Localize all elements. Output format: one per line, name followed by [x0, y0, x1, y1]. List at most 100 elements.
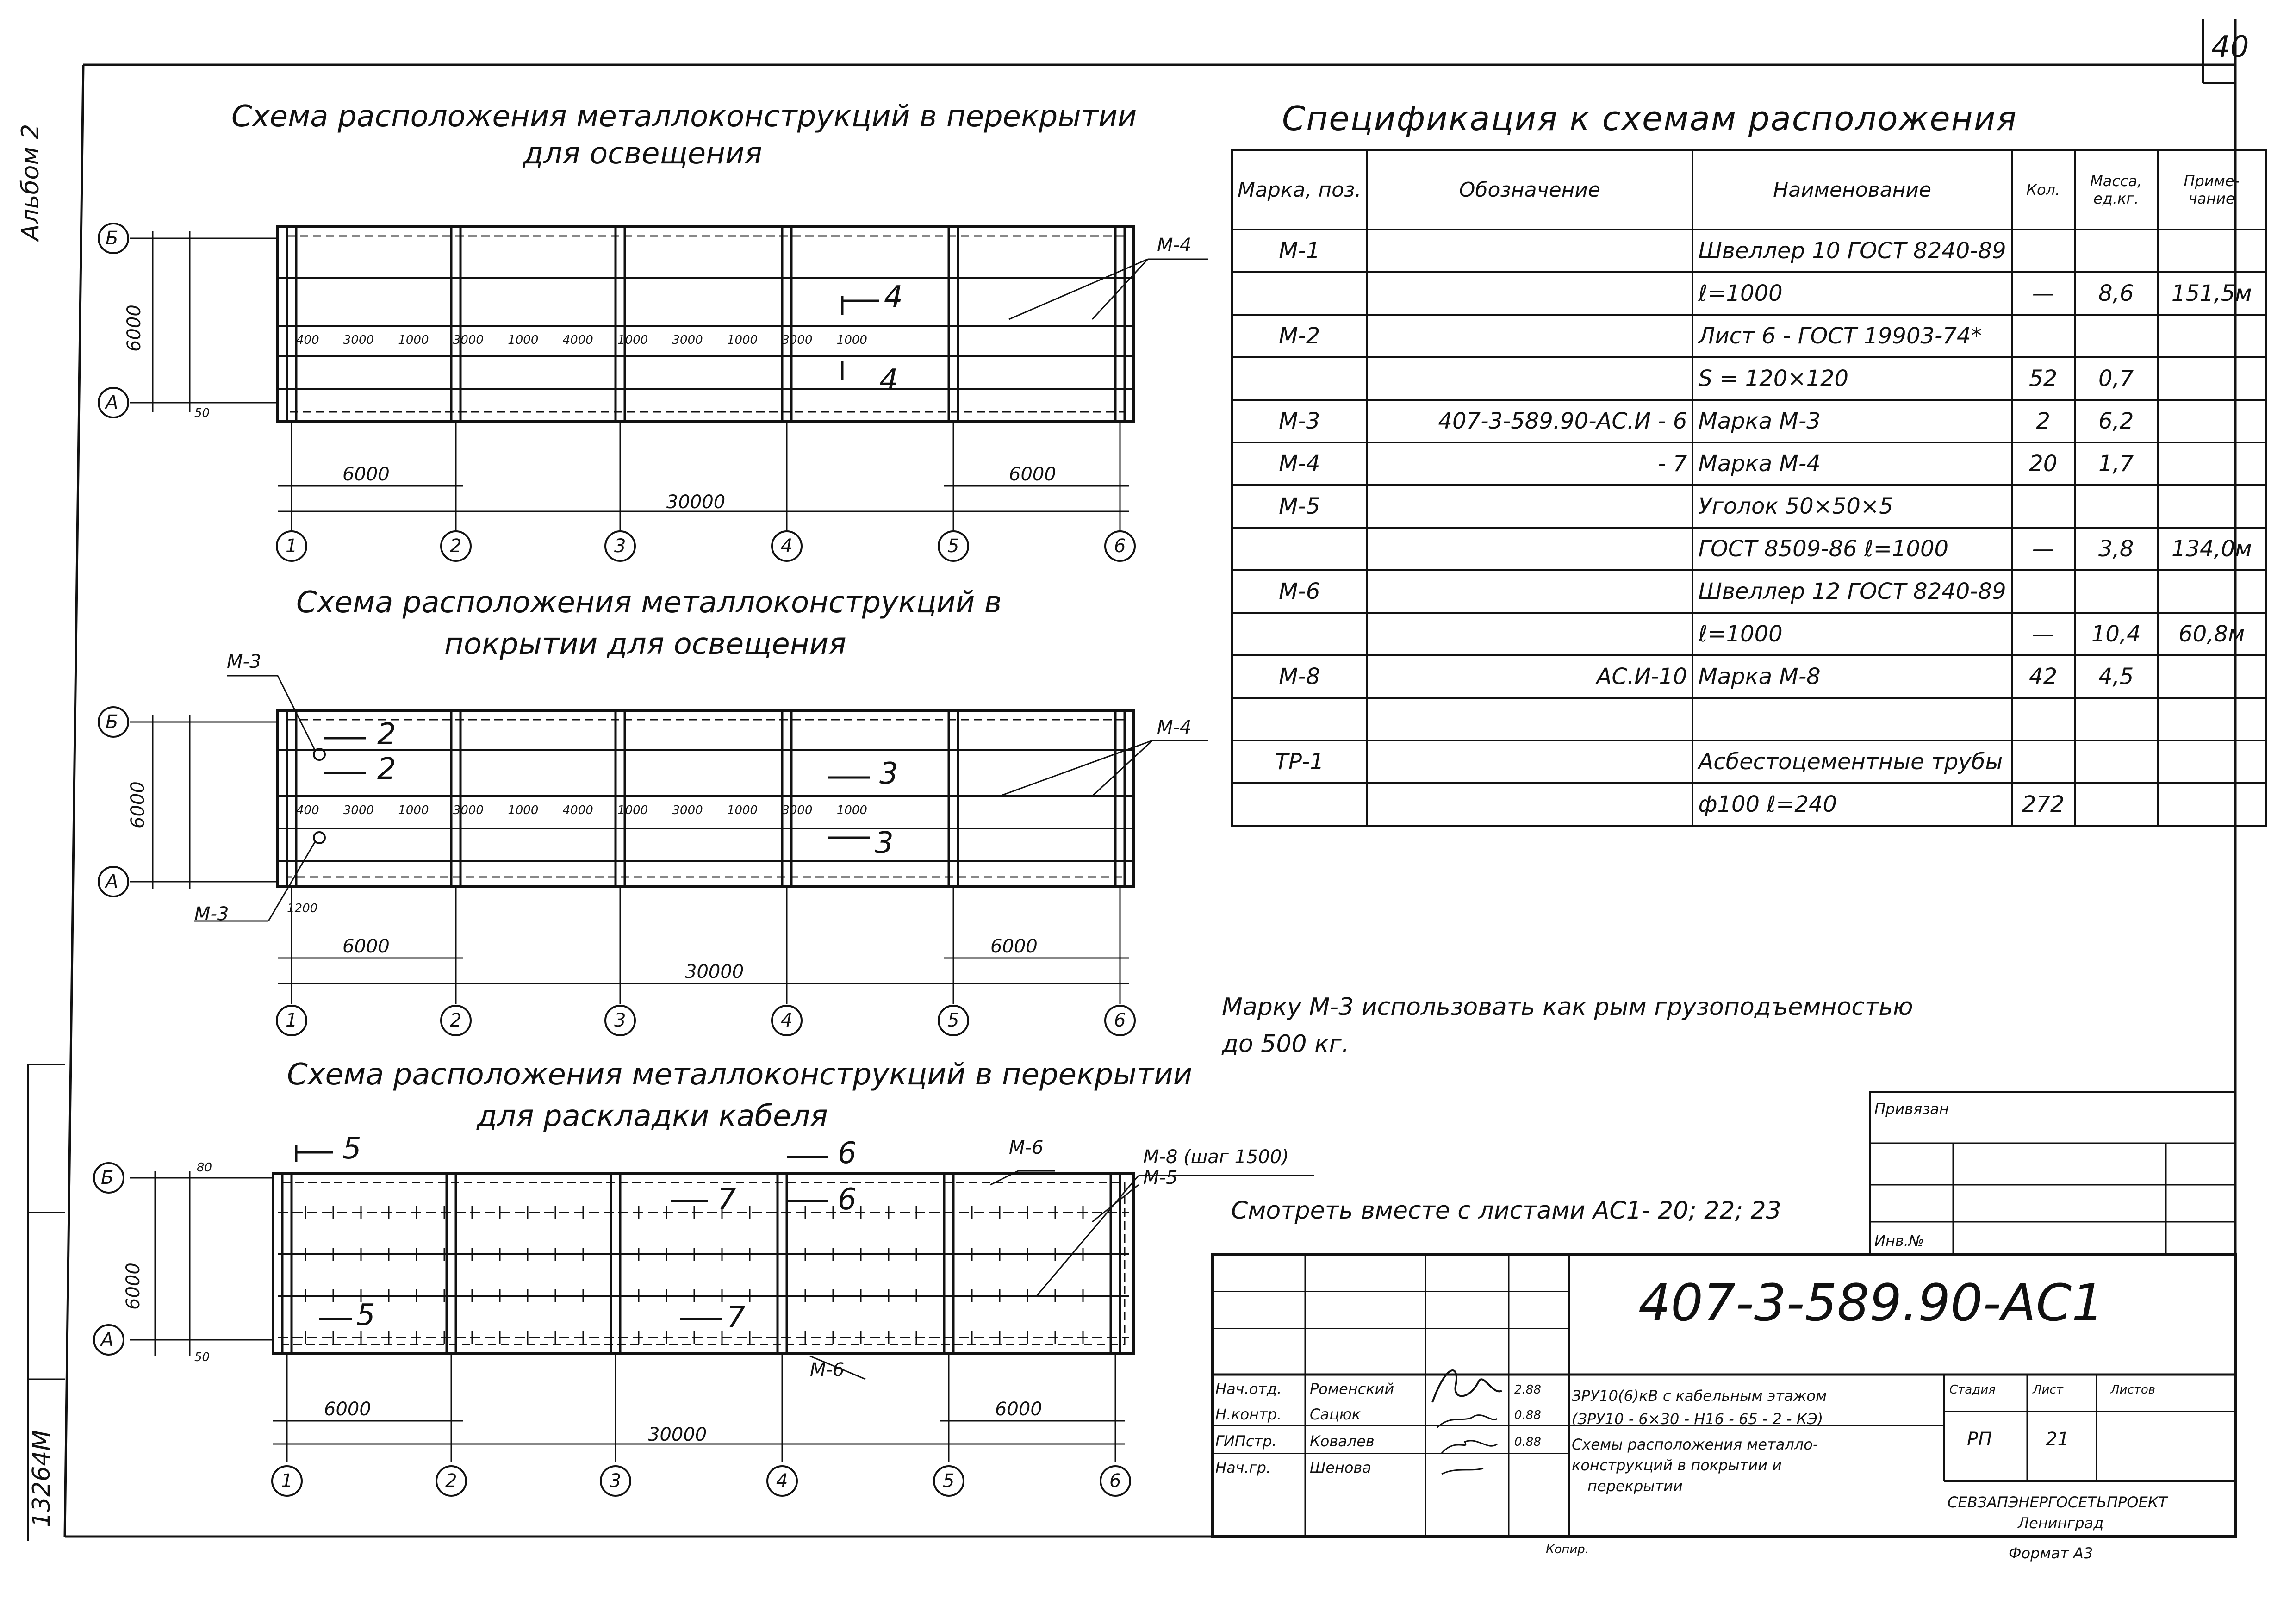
spec-cell-name: Уголок 50×50×5	[1692, 484, 2013, 529]
schema1-end-left: 6000	[342, 464, 390, 485]
spec-cell-name: ℓ=1000	[1692, 271, 2013, 316]
spec-cell-note	[2156, 314, 2267, 358]
spec-h-note: Приме- чание	[2156, 149, 2267, 230]
stamp-privyazan: Привязан	[1874, 1100, 1949, 1118]
schema3-col-6: 6	[1109, 1470, 1121, 1492]
schema3-title-1: Схема расположения металлоконструкций в …	[287, 1058, 1193, 1092]
schema3-axis-b: Б	[101, 1167, 114, 1188]
spec-cell-name: Швеллер 12 ГОСТ 8240-89	[1692, 569, 2013, 614]
schema2-axis-b: Б	[106, 711, 118, 733]
stamp-role-3: ГИПстр.	[1215, 1432, 1277, 1450]
spec-cell-note: 151,5м	[2156, 271, 2267, 316]
spec-cell-note: 134,0м	[2156, 527, 2267, 571]
spec-cell-mass: 1,7	[2073, 442, 2159, 486]
spec-cell-mark: М-2	[1231, 314, 1368, 358]
schema3-overall: 30000	[648, 1424, 707, 1445]
stamp-sheet-label: Лист	[2033, 1383, 2063, 1397]
spec-cell-des	[1366, 229, 1694, 273]
spec-cell-mark: М-3	[1231, 399, 1368, 443]
spec-cell-mark: М-5	[1231, 484, 1368, 529]
spec-cell-name: S = 120×120	[1692, 356, 2013, 401]
schema2-col-6: 6	[1114, 1010, 1126, 1031]
stamp-stage-label: Стадия	[1949, 1383, 1996, 1397]
stamp-title-1: Схемы расположения металло-	[1572, 1436, 1818, 1453]
spec-cell-name: Асбестоцементные трубы	[1692, 740, 2013, 784]
spec-cell-des	[1366, 782, 1694, 827]
schema-2-plan	[98, 675, 1208, 1036]
spec-cell-des	[1366, 740, 1694, 784]
spec-cell-mark	[1231, 527, 1368, 571]
schema2-section-3b: 3	[875, 826, 894, 860]
schema3-col-3: 3	[610, 1470, 622, 1492]
schema3-section-7a: 7	[717, 1182, 736, 1217]
spec-cell-des	[1366, 569, 1694, 614]
schema2-section-2a: 2	[377, 717, 396, 752]
album-label: Альбом 2	[17, 124, 44, 241]
schema3-section-6b: 6	[838, 1182, 857, 1217]
schema3-col-5: 5	[943, 1470, 955, 1492]
spec-header-row: Марка, поз. Обозначение Наименование Кол…	[1231, 149, 2267, 230]
spec-cell-mass: 3,8	[2073, 527, 2159, 571]
spec-cell-qty: —	[2010, 612, 2076, 656]
spec-cell-des	[1366, 697, 1694, 741]
spec-cell-mass	[2073, 484, 2159, 529]
stamp-title-3: перекрытии	[1587, 1477, 1683, 1495]
spec-cell-qty	[2010, 569, 2076, 614]
schema3-end-right: 6000	[995, 1399, 1042, 1420]
schema1-axis-b: Б	[106, 228, 118, 249]
schema2-m3-bottom: М-3	[194, 903, 229, 925]
stamp-inv: Инв.№	[1874, 1232, 1924, 1250]
schema1-height-dim: 6000	[124, 305, 145, 352]
spec-cell-name: Марка М-8	[1692, 654, 2013, 699]
spec-cell-name: Марка М-3	[1692, 399, 2013, 443]
spec-cell-des	[1366, 314, 1694, 358]
spec-cell-mark: М-6	[1231, 569, 1368, 614]
spec-cell-qty	[2010, 740, 2076, 784]
spec-cell-mark: ТР-1	[1231, 740, 1368, 784]
schema3-m8: М-8 (шаг 1500)	[1143, 1146, 1289, 1168]
stamp-signatures	[1431, 1369, 1502, 1475]
spec-cell-note	[2156, 740, 2267, 784]
schema2-m3-top: М-3	[227, 651, 261, 672]
stamp-sheet: 21	[2046, 1429, 2069, 1450]
spec-cell-des	[1366, 612, 1694, 656]
stamp-role-4: Нач.гр.	[1215, 1459, 1271, 1476]
spec-cell-qty	[2010, 697, 2076, 741]
stamp-role-2: Н.контр.	[1215, 1406, 1282, 1423]
schema3-col-1: 1	[281, 1470, 293, 1492]
stamp-role-1: Нач.отд.	[1215, 1380, 1282, 1398]
spec-cell-note	[2156, 484, 2267, 529]
spec-cell-mass: 6,2	[2073, 399, 2159, 443]
spec-cell-des	[1366, 527, 1694, 571]
spec-cell-qty	[2010, 229, 2076, 273]
spec-cell-name: ГОСТ 8509-86 ℓ=1000	[1692, 527, 2013, 571]
spec-cell-des: - 7	[1366, 442, 1694, 486]
stamp-format: Формат А3	[2009, 1544, 2093, 1562]
spec-cell-mark: М-1	[1231, 229, 1368, 273]
sheet-number: 40	[2211, 30, 2249, 64]
spec-cell-note	[2156, 569, 2267, 614]
stamp-name-2: Сацюк	[1310, 1406, 1361, 1423]
schema2-end-left: 6000	[342, 936, 390, 957]
schema3-title-2: для раскладки кабеля	[477, 1099, 828, 1133]
schema1-axis-a: А	[106, 392, 118, 413]
spec-cell-qty	[2010, 314, 2076, 358]
spec-cell-note	[2156, 782, 2267, 827]
stamp-sheets-label: Листов	[2110, 1383, 2156, 1397]
spec-cell-mark: М-8	[1231, 654, 1368, 699]
schema2-title-1: Схема расположения металлоконструкций в	[296, 585, 1002, 620]
spec-cell-mass	[2073, 740, 2159, 784]
schema3-section-5b: 5	[356, 1298, 375, 1332]
spec-cell-mark	[1231, 356, 1368, 401]
schema2-section-2b: 2	[377, 752, 396, 786]
spec-cell-mass: 10,4	[2073, 612, 2159, 656]
schema2-col-3: 3	[614, 1010, 626, 1031]
